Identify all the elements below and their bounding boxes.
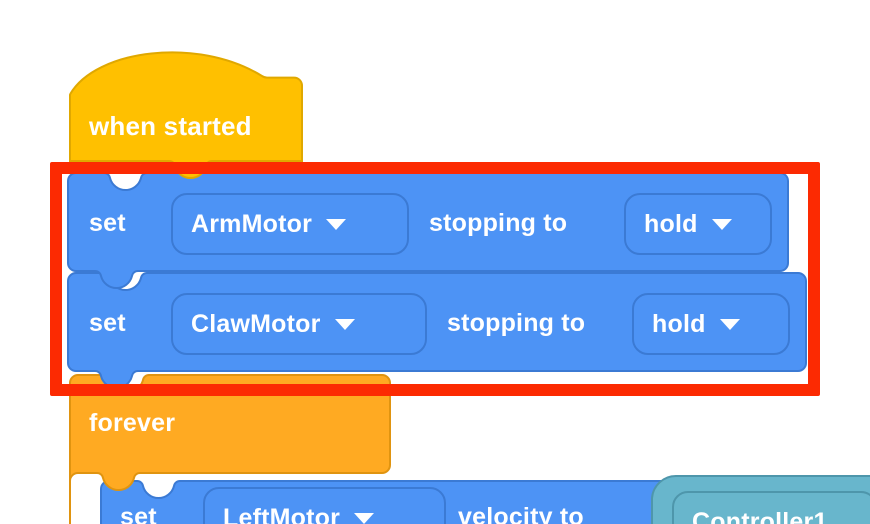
chevron-down-icon: [326, 218, 347, 230]
clawmotor-stopping-value: hold: [652, 309, 706, 338]
controller1-reporter-value: Controller1: [692, 507, 828, 524]
armmotor-stopping-value: hold: [644, 209, 698, 238]
set-leftmotor-middle-label: velocity to: [458, 503, 584, 524]
leftmotor-device-dropdown[interactable]: LeftMotor: [203, 487, 446, 524]
set-leftmotor-prefix-label: set: [120, 503, 157, 524]
when-started-label: when started: [89, 111, 252, 141]
chevron-down-icon: [711, 218, 732, 230]
set-clawmotor-prefix-label: set: [89, 309, 126, 337]
clawmotor-device-dropdown-value: ClawMotor: [191, 309, 321, 338]
controller1-reporter-field[interactable]: Controller1: [672, 491, 870, 524]
clawmotor-stopping-value-dropdown[interactable]: hold: [632, 293, 790, 355]
set-clawmotor-middle-label: stopping to: [447, 309, 586, 337]
chevron-down-icon: [719, 318, 740, 330]
set-armmotor-middle-label: stopping to: [429, 209, 568, 237]
leftmotor-device-dropdown-value: LeftMotor: [223, 503, 341, 524]
chevron-down-icon: [354, 512, 375, 524]
block-when-started-hat-shape[interactable]: [69, 51, 303, 179]
clawmotor-device-dropdown[interactable]: ClawMotor: [171, 293, 427, 355]
armmotor-device-dropdown[interactable]: ArmMotor: [171, 193, 409, 255]
chevron-down-icon: [334, 318, 355, 330]
armmotor-device-dropdown-value: ArmMotor: [191, 209, 313, 238]
forever-label: forever: [89, 409, 176, 437]
armmotor-stopping-value-dropdown[interactable]: hold: [624, 193, 772, 255]
set-armmotor-prefix-label: set: [89, 209, 126, 237]
